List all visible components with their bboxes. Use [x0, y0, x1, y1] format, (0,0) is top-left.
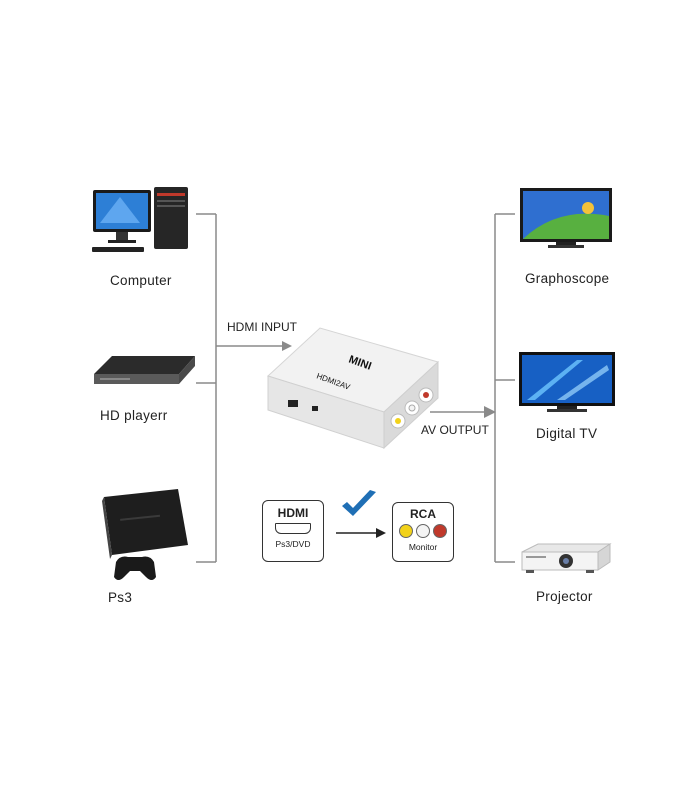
av-output-label: AV OUTPUT: [421, 423, 489, 437]
hdmi-badge-title: HDMI: [277, 506, 309, 520]
hd-player-icon: [92, 352, 197, 397]
hdmi-badge-sub: Ps3/DVD: [275, 539, 311, 549]
checkmark-icon: [340, 488, 380, 520]
digital-tv-label: Digital TV: [536, 426, 598, 441]
computer-label: Computer: [110, 273, 172, 288]
graphoscope-label: Graphoscope: [525, 271, 610, 286]
computer-icon: [90, 185, 200, 265]
hdmi-badge: HDMI Ps3/DVD: [262, 500, 324, 562]
ps3-icon: [98, 487, 193, 587]
hdmi-input-label: HDMI INPUT: [227, 320, 297, 334]
graphoscope-icon: [518, 186, 614, 252]
rca-badge-title: RCA: [410, 507, 436, 521]
rca-jacks-icon: [393, 524, 453, 538]
ps3-label: Ps3: [108, 590, 133, 605]
rca-badge-sub: Monitor: [408, 542, 438, 552]
hd-player-label: HD playerr: [100, 408, 168, 423]
digital-tv-icon: [517, 350, 617, 414]
projector-icon: [518, 542, 614, 578]
projector-label: Projector: [536, 589, 593, 604]
rca-badge: RCA Monitor: [392, 502, 454, 562]
converter-box: MINI HDMI2AV: [262, 318, 448, 453]
hdmi-port-icon: [275, 523, 311, 534]
